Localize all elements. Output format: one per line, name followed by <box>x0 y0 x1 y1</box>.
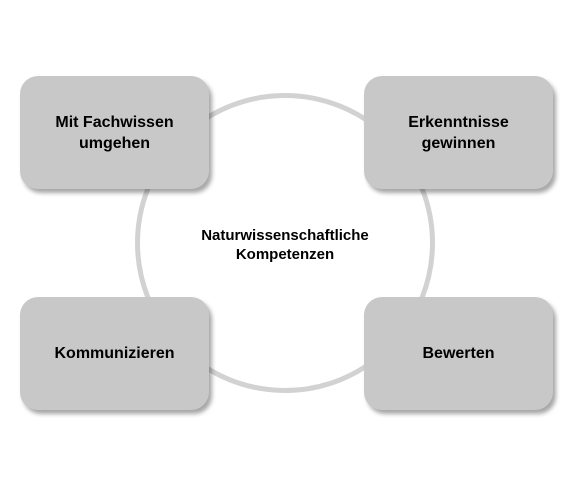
node-label-top-right: Erkenntnisse gewinnen <box>408 113 509 152</box>
center-label: Naturwissenschaftliche Kompetenzen <box>201 227 369 263</box>
node-label-bottom-right: Bewerten <box>422 345 495 362</box>
node-mit-fachwissen-umgehen: Mit Fachwissen umgehen <box>20 76 209 189</box>
node-bewerten: Bewerten <box>364 297 553 410</box>
node-label-top-left: Mit Fachwissen umgehen <box>55 113 174 152</box>
node-erkenntnisse-gewinnen: Erkenntnisse gewinnen <box>364 76 553 189</box>
node-kommunizieren: Kommunizieren <box>20 297 209 410</box>
connecting-ring <box>135 93 435 393</box>
node-label-bottom-left: Kommunizieren <box>54 345 175 362</box>
